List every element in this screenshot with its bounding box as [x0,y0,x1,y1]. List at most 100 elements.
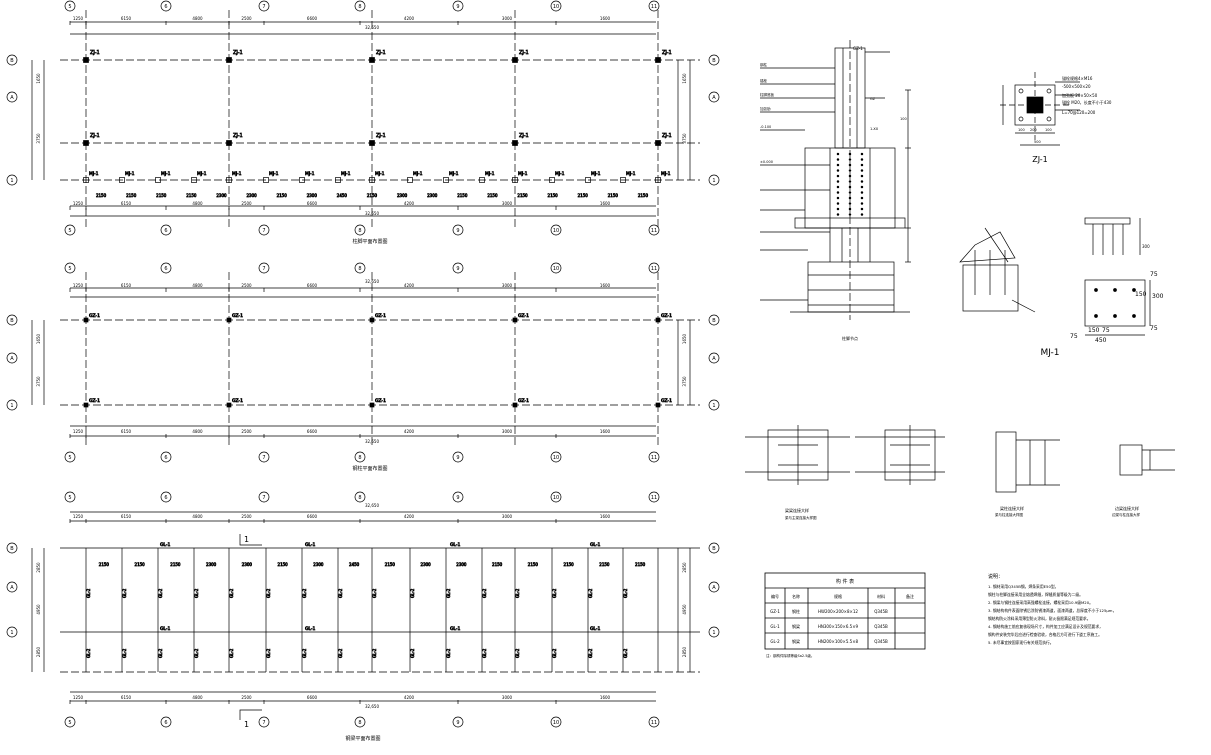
row-bubble-A [6,581,18,593]
note-line: 1. 钢材采用Q345B钢，焊条采用E50型。 [988,584,1058,589]
zj1-column-marker [369,57,375,63]
bolt-dot [860,207,864,211]
axis-bubble-9 [452,0,464,12]
plan2-bottom-dim: 3000 [502,429,513,434]
gz1-column-marker [83,402,89,408]
row-label-1: 1 [10,403,13,409]
table-cell: GL-1 [770,624,780,629]
plan-steel-beam-layout: GL-2GL-2GL-2GL-2GL-2GL-2GL-2GL-2GL-2GL-2… [31,511,700,720]
node-caption-0: 梁梁连接大样 [785,507,809,513]
mj1-tag: MJ-1 [341,171,351,177]
mj1-embedded-part [959,217,1151,336]
gz1-tag: GZ-1 [232,398,243,404]
row-dim: 2850 [682,562,687,573]
axis-label-11: 11 [651,720,657,726]
plan2-top-dim: 6600 [307,283,318,288]
gz1-tag: GZ-1 [375,313,386,319]
bolt-dot [848,196,852,200]
plan1-sub-dim: 2450 [337,193,348,198]
plan1-sub-dim: 2150 [186,193,197,198]
plan1-top-dim: 6600 [307,16,318,21]
gl2-tag: GL-2 [552,648,557,658]
plan3-sub-dim: 2300 [456,562,467,567]
mj1-marker [155,177,161,183]
gl2-tag: GL-2 [410,588,415,598]
mj1-tag: MJ-1 [305,171,315,177]
axis-bubble-10 [550,224,562,236]
plan1-sub-dim: 2150 [548,193,559,198]
mj1-dim-7: 75 [1102,327,1110,334]
axis-label-5: 5 [68,4,71,10]
zj1-column-marker [369,140,375,146]
mj1-tag: MJ-1 [125,171,135,177]
plan1-bottom-dim: 6600 [307,201,318,206]
axis-label-9: 9 [456,266,459,272]
gl2-tag: GL-2 [338,588,343,598]
gz1-tag: GZ-1 [661,313,672,319]
plan1-top-dim: 2500 [241,16,252,21]
zj1-column-marker [226,140,232,146]
axis-label-9: 9 [456,455,459,461]
plan3-sub-dim: 2150 [278,562,289,567]
bolt-dot [860,158,864,161]
base-label-5: -0.100 [760,125,771,129]
gl2-tag: GL-2 [158,588,163,598]
axis-label-6: 6 [164,4,167,10]
axis-bubble-11 [648,0,660,12]
plan1-top-dim: 4800 [192,16,203,21]
note-line: 钢结构防火涂料采用薄型防火涂料，耐火极限满足规范要求。 [988,616,1091,621]
mj1-tag: MJ-1 [591,171,601,177]
row-label-A: A [10,585,14,591]
gl1-tag: GL-1 [305,626,316,632]
zj1-dim-1: 200 [1030,128,1037,132]
zj1-tag: ZJ-1 [519,50,529,56]
axis-bubble-8 [354,716,366,728]
row-bubble-A [6,352,18,364]
axis-label-8: 8 [358,455,361,461]
axis-label-11: 11 [651,4,657,10]
connection-details [745,425,1175,493]
zj1-tag: ZJ-1 [90,133,100,139]
gz1-tag: GZ-1 [89,313,100,319]
bolt-dot [848,152,852,156]
axis-bubble-9 [452,716,464,728]
bolt-dot [836,213,840,216]
note-line: 2. 钢梁与钢柱连接采用高强螺栓连接，螺栓采用10.9级M20。 [988,600,1093,605]
bolt-dot [848,207,852,211]
bolt-dot [836,207,840,211]
plan3-bottom-dim: 1600 [600,695,611,700]
gl1-tag: GL-1 [590,626,601,632]
axis-label-11: 11 [651,495,657,501]
plan2-total-top: 32,650 [365,279,379,284]
table-title: 构 件 表 [836,578,854,585]
axis-bubble-9 [452,224,464,236]
mj1-marker [443,177,449,183]
row-bubble-B [6,54,18,66]
plan1-sub-dim: 2150 [126,193,137,198]
plan2-bottom-dim: 2500 [241,429,252,434]
zj1-tag: ZJ-1 [90,50,100,56]
gz1-column-marker [512,402,518,408]
row-label-1: 1 [10,630,13,636]
plan3-top-dim: 3000 [502,514,513,519]
gz1-tag: GZ-1 [89,398,100,404]
axis-bubble-9 [452,491,464,503]
plan3-top-dim: 1250 [73,514,84,519]
axis-bubble-5 [64,491,76,503]
plan-steel-column-layout: GZ-1GZ-1GZ-1GZ-1GZ-1GZ-1GZ-1GZ-1GZ-1GZ-1 [31,272,700,446]
gl2-tag: GL-2 [515,648,520,658]
plan1-bottom-dim: 6150 [121,201,132,206]
gl2-tag: GL-2 [194,588,199,598]
bolt-dot [848,213,852,216]
plan2-top-dim: 4800 [192,283,203,288]
gl2-tag: GL-2 [482,648,487,658]
plan3-total-top: 32,650 [365,503,379,508]
axis-label-7: 7 [262,266,265,272]
plan1-bottom-dim: 1600 [600,201,611,206]
bolt-dot [860,213,864,216]
mj1-marker [549,177,555,183]
row-label-A: A [10,356,14,362]
gz1-tag: GZ-1 [518,313,529,319]
axis-label-10: 10 [553,4,559,10]
